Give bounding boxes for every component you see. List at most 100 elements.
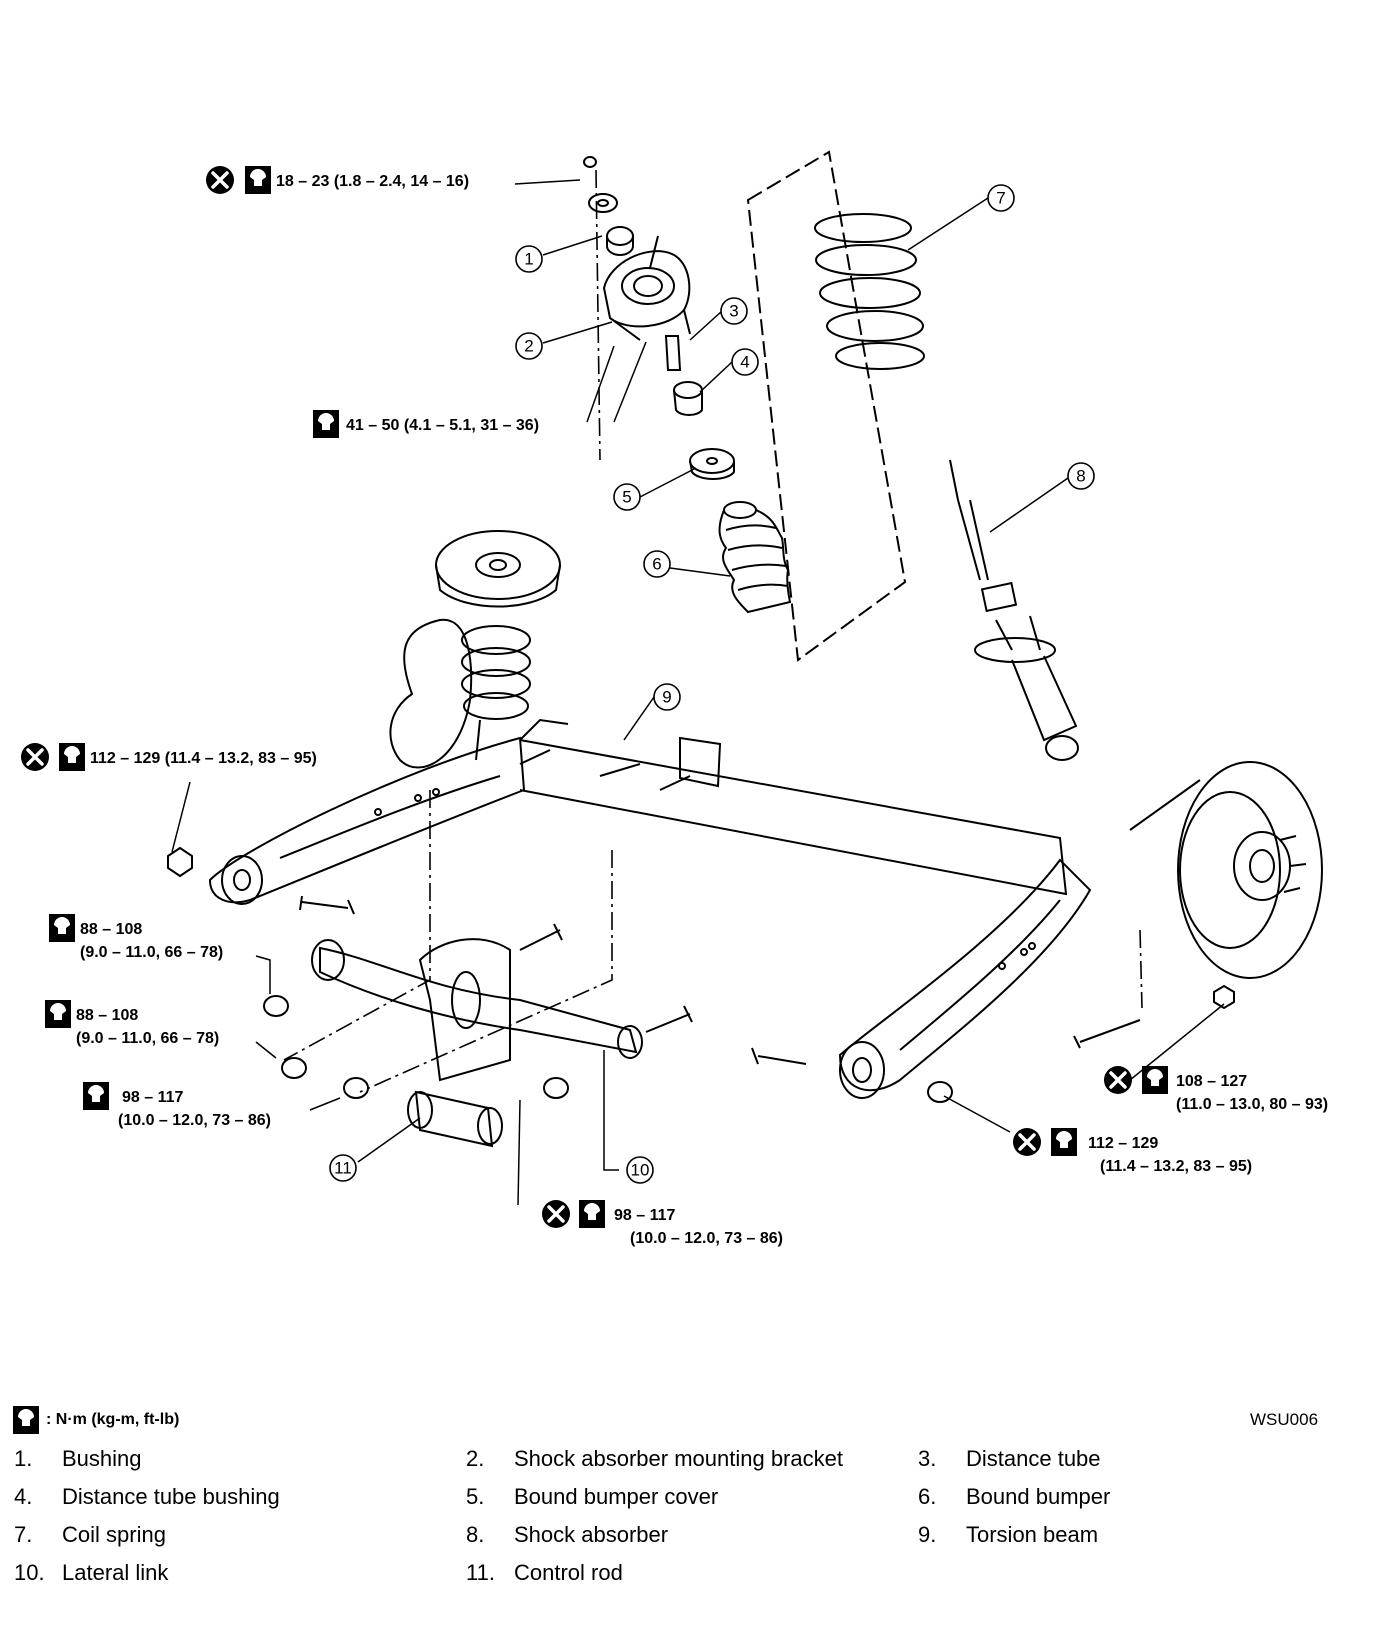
torque-unit-text: : N·m (kg-m, ft-lb) bbox=[46, 1411, 180, 1428]
part-name: Lateral link bbox=[62, 1560, 169, 1585]
torque-spec-right-arm-nut-l1: 112 – 129 bbox=[1088, 1135, 1158, 1152]
torque-spec-shock-lower-l1: 108 – 127 bbox=[1176, 1073, 1247, 1090]
callout-2-text: 2 bbox=[524, 337, 533, 356]
bushing-part bbox=[606, 226, 634, 246]
callout-2 bbox=[515, 332, 543, 360]
torque-unit-legend: : N·m (kg-m, ft-lb) bbox=[12, 1405, 179, 1435]
part-number: 7. bbox=[14, 1522, 33, 1547]
exploded-view-outline bbox=[746, 150, 907, 662]
control-rod-part bbox=[407, 1090, 503, 1148]
bound-bumper-cover-part bbox=[689, 448, 735, 480]
part-name: Distance tube bushing bbox=[62, 1484, 280, 1509]
callout-6-text: 6 bbox=[652, 555, 661, 574]
x-circle-icon bbox=[204, 164, 236, 196]
parts-row: 7. Coil spring 8. Shock absorber 9.Torsion… bbox=[14, 1516, 1384, 1554]
part-number: 3. bbox=[918, 1446, 937, 1471]
callout-11-text: 11 bbox=[334, 1159, 352, 1178]
x-circle-icon bbox=[19, 741, 51, 773]
torque-spec-lateral-nut-1-l1: 88 – 108 bbox=[80, 921, 142, 938]
torque-spec-control-rod-l1: 98 – 117 bbox=[122, 1089, 184, 1106]
torque-spec-lateral-nut-2-l1: 88 – 108 bbox=[76, 1007, 138, 1024]
part-name: Shock absorber mounting bracket bbox=[514, 1446, 843, 1471]
callout-3-text: 3 bbox=[729, 302, 738, 321]
list-item: 7. Coil spring bbox=[14, 1522, 466, 1548]
torque-wrench-icon bbox=[49, 914, 75, 942]
torque-wrench-icon bbox=[313, 410, 339, 438]
part-name: Coil spring bbox=[62, 1522, 166, 1547]
torque-spec-left-arm-nut: 112 – 129 (11.4 – 13.2, 83 – 95) bbox=[90, 750, 317, 767]
list-item: 10. Lateral link bbox=[14, 1560, 466, 1586]
part-number: 8. bbox=[466, 1522, 485, 1547]
torque-wrench-icon bbox=[245, 166, 271, 194]
x-circle-icon bbox=[1102, 1064, 1134, 1096]
list-item: 6.Bound bumper bbox=[918, 1484, 1370, 1510]
torsion-beam-part bbox=[519, 718, 1068, 896]
torque-wrench-icon bbox=[83, 1082, 109, 1110]
part-number: 2. bbox=[466, 1446, 485, 1471]
part-name: Shock absorber bbox=[514, 1522, 669, 1547]
callout-8-text: 8 bbox=[1076, 467, 1085, 486]
shock-absorber-part bbox=[949, 459, 1079, 761]
part-name: Bound bumper cover bbox=[514, 1484, 719, 1509]
callout-7 bbox=[987, 184, 1015, 212]
part-number: 10. bbox=[14, 1560, 45, 1585]
torque-spec-lateral-link-l2: (10.0 – 12.0, 73 – 86) bbox=[630, 1230, 783, 1247]
torque-spec-right-arm-nut-l2: (11.4 – 13.2, 83 – 95) bbox=[1100, 1158, 1252, 1175]
list-item: 5. Bound bumper cover bbox=[466, 1484, 918, 1510]
part-number: 11. bbox=[466, 1560, 495, 1585]
callout-9-text: 9 bbox=[662, 688, 671, 707]
list-item: 8. Shock absorber bbox=[466, 1522, 918, 1548]
callout-5-text: 5 bbox=[622, 488, 631, 507]
torque-spec-bracket-nuts: 41 – 50 (4.1 – 5.1, 31 – 36) bbox=[346, 417, 539, 434]
list-item: 4. Distance tube bushing bbox=[14, 1484, 466, 1510]
x-circle-icon bbox=[540, 1198, 572, 1230]
part-name: Bound bumper bbox=[966, 1484, 1111, 1509]
distance-tube-bushing-part bbox=[673, 381, 703, 416]
torque-wrench-icon bbox=[13, 1406, 39, 1434]
right-hub-assembly bbox=[1129, 761, 1323, 979]
distance-tube-part bbox=[664, 335, 682, 371]
part-number: 5. bbox=[466, 1484, 485, 1509]
callout-4-text: 4 bbox=[740, 353, 749, 372]
callout-3 bbox=[720, 297, 748, 325]
callout-1 bbox=[515, 245, 543, 273]
callout-5 bbox=[613, 483, 641, 511]
bolt-group bbox=[299, 749, 1141, 1065]
torque-wrench-icon bbox=[59, 743, 85, 771]
part-number: 4. bbox=[14, 1484, 33, 1509]
torque-spec-lateral-link-l1: 98 – 117 bbox=[614, 1207, 676, 1224]
torque-spec-control-rod-l2: (10.0 – 12.0, 73 – 86) bbox=[118, 1112, 271, 1129]
list-item: 2. Shock absorber mounting bracket bbox=[466, 1446, 918, 1472]
alignment-lines bbox=[283, 169, 1143, 1093]
parts-row: 4. Distance tube bushing 5. Bound bumper c… bbox=[14, 1478, 1384, 1516]
torque-wrench-icon bbox=[579, 1200, 605, 1228]
coil-spring-part bbox=[814, 213, 925, 370]
callout-10-text: 10 bbox=[631, 1161, 650, 1180]
torque-spec-lateral-nut-2-l2: (9.0 – 11.0, 66 – 78) bbox=[76, 1030, 219, 1047]
callout-10 bbox=[626, 1156, 654, 1184]
left-trailing-arm bbox=[208, 736, 526, 905]
list-item: 1.Bushing bbox=[14, 1446, 466, 1472]
bound-bumper-part bbox=[718, 501, 792, 614]
torque-spec-lateral-nut-1-l2: (9.0 – 11.0, 66 – 78) bbox=[80, 944, 223, 961]
list-item: 9.Torsion beam bbox=[918, 1522, 1370, 1548]
callout-9 bbox=[653, 683, 681, 711]
callout-11 bbox=[329, 1154, 357, 1182]
callout-7-text: 7 bbox=[996, 189, 1005, 208]
list-item: 3. Distance tube bbox=[918, 1446, 1370, 1472]
rear-suspension-diagram: 1 2 3 4 5 6 7 8 9 10 11 18 – 23 (1.8 – 2… bbox=[19, 150, 1328, 1247]
callout-8 bbox=[1067, 462, 1095, 490]
mounting-bracket-part bbox=[602, 235, 691, 341]
torque-wrench-icon bbox=[45, 1000, 71, 1028]
torque-spec-shock-lower-l2: (11.0 – 13.0, 80 – 93) bbox=[1176, 1096, 1328, 1113]
part-name: Distance tube bbox=[966, 1446, 1101, 1471]
parts-row: 10.Lateral link 11.Control rod bbox=[14, 1554, 1384, 1592]
reference-code: WSU006 bbox=[1250, 1410, 1319, 1429]
part-number: 1. bbox=[14, 1446, 33, 1471]
callout-6 bbox=[643, 550, 671, 578]
parts-list: 1.Bushing 2. Shock absorber mounting brac… bbox=[14, 1440, 1384, 1592]
part-number: 9. bbox=[918, 1522, 937, 1547]
right-trailing-arm bbox=[838, 858, 1092, 1099]
callout-1-text: 1 bbox=[524, 250, 533, 269]
torque-spec-nut-top: 18 – 23 (1.8 – 2.4, 14 – 16) bbox=[276, 173, 469, 190]
